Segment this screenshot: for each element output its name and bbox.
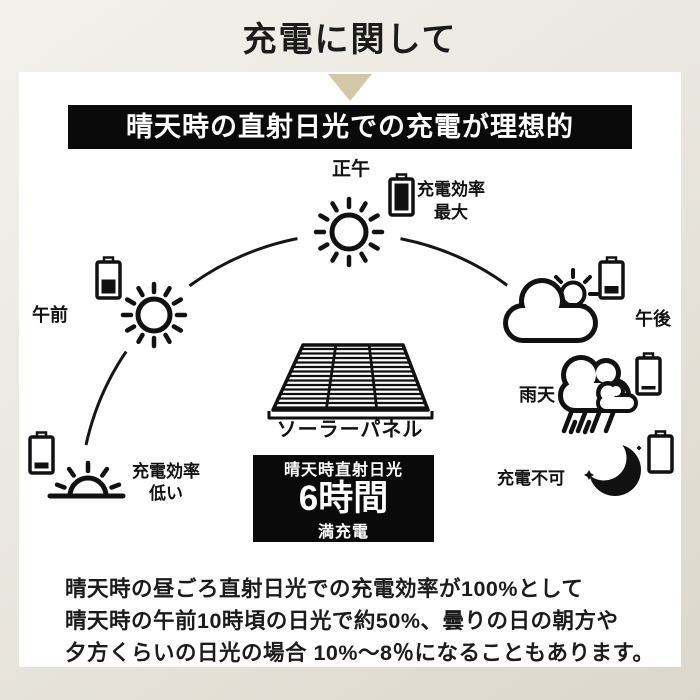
star-icon xyxy=(636,445,642,451)
label-solar-panel: ソーラーパネル xyxy=(276,419,424,441)
footnote-line1: 晴天時の昼ごろ直射日光での充電効率が100%として xyxy=(65,577,584,601)
charge-time-result: 満充電 xyxy=(317,523,369,541)
sun-path-diagram xyxy=(28,173,674,499)
charge-time-box: 晴天時直射日光 6時間 満充電 xyxy=(253,455,434,542)
arrow-down-icon xyxy=(328,74,372,101)
footnote-line3: 夕方くらいの日光の場合 10%〜8％になることもあります。 xyxy=(65,641,655,665)
rain-drops-icon xyxy=(561,410,616,435)
battery-very-low-icon xyxy=(635,352,662,396)
label-low-efficiency: 充電効率 低い xyxy=(116,461,216,505)
label-no-charging: 充電不可 xyxy=(497,469,565,488)
battery-low-icon xyxy=(598,256,625,300)
charge-time-condition: 晴天時直射日光 xyxy=(283,461,403,479)
battery-very-low-icon xyxy=(28,431,55,475)
label-rainy: 雨天 xyxy=(519,385,555,405)
star-icon xyxy=(584,470,594,480)
sun-behind-cloud-icon xyxy=(503,268,599,343)
sun-path-arc xyxy=(84,232,517,446)
label-noon-efficiency: 充電効率 最大 xyxy=(413,178,489,224)
rain-cloud-icon xyxy=(558,355,638,435)
label-morning: 午前 xyxy=(32,305,68,325)
label-noon-efficiency-line2: 最大 xyxy=(434,203,468,222)
footnote-line2: 晴天時の午前10時頃の日光で約50%、曇りの日の朝方や xyxy=(65,609,619,633)
battery-full-icon xyxy=(388,173,415,217)
label-low-efficiency-line1: 充電効率 xyxy=(132,462,200,481)
battery-half-icon xyxy=(95,256,122,300)
charge-time-hours: 6時間 xyxy=(298,478,389,518)
page-title: 充電に関して xyxy=(242,21,458,59)
label-noon-efficiency-line1: 充電効率 xyxy=(417,180,485,199)
sun-icon-morning xyxy=(120,281,188,349)
label-low-efficiency-line2: 低い xyxy=(149,484,183,503)
label-afternoon: 午後 xyxy=(635,309,671,329)
solar-panel-icon xyxy=(267,343,434,420)
sun-icon-noon xyxy=(313,196,385,268)
label-noon: 正午 xyxy=(331,159,370,180)
battery-empty-icon xyxy=(647,430,674,474)
headline-banner: 晴天時の直射日光での充電が理想的 xyxy=(68,105,632,149)
footnote-paragraph: 晴天時の昼ごろ直射日光での充電効率が100%として 晴天時の午前10時頃の日光で… xyxy=(65,573,661,669)
content-card: 晴天時の直射日光での充電が理想的 xyxy=(19,72,681,667)
sunset-icon xyxy=(47,460,126,499)
moon-icon xyxy=(581,435,642,496)
